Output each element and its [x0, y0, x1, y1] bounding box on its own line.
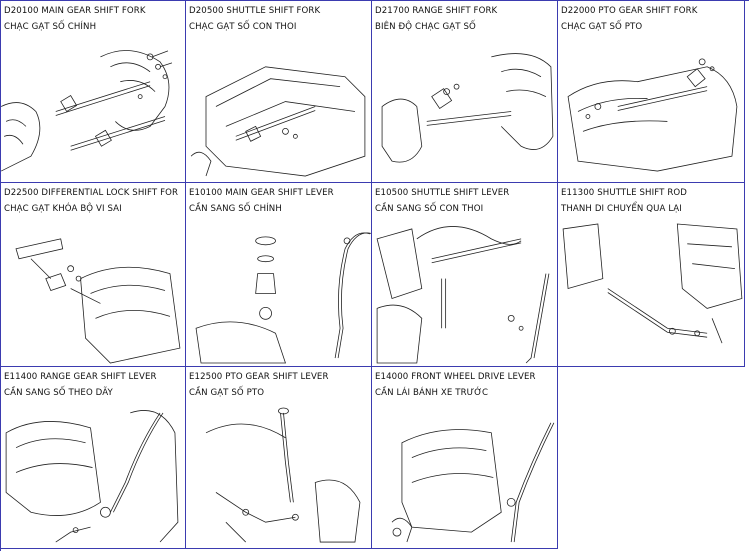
exploded-diagram	[186, 403, 371, 548]
cell-name: CHẠC GẠT SỐ CHÍNH	[4, 22, 97, 32]
cell-caption: D20100 MAIN GEAR SHIFT FORK CHẠC GẠT SỐ …	[4, 3, 183, 35]
cell-code: D22000 PTO GEAR SHIFT FORK	[561, 6, 698, 16]
cell-caption: E10500 SHUTTLE SHIFT LEVER CẦN SANG SỐ C…	[375, 185, 555, 217]
exploded-diagram	[1, 219, 185, 366]
cell-caption: E12500 PTO GEAR SHIFT LEVER CẦN GẠT SỐ P…	[189, 369, 369, 401]
cell-caption: E11400 RANGE GEAR SHIFT LEVER CẦN SANG S…	[4, 369, 183, 401]
catalog-cell-d20100[interactable]: D20100 MAIN GEAR SHIFT FORK CHẠC GẠT SỐ …	[1, 1, 186, 183]
cell-name: CẦN SANG SỐ THEO DÃY	[4, 388, 113, 398]
exploded-diagram	[186, 219, 371, 366]
cell-caption: E10100 MAIN GEAR SHIFT LEVER CẦN SANG SỐ…	[189, 185, 369, 217]
cell-code: D22500 DIFFERENTIAL LOCK SHIFT FOR	[4, 188, 179, 198]
catalog-cell-d21700[interactable]: D21700 RANGE SHIFT FORK BIÊN ĐỘ CHẠC GẠT…	[372, 1, 558, 183]
catalog-cell-e12500[interactable]: E12500 PTO GEAR SHIFT LEVER CẦN GẠT SỐ P…	[186, 367, 372, 549]
catalog-cell-d22000[interactable]: D22000 PTO GEAR SHIFT FORK CHẠC GẠT SỐ P…	[558, 1, 745, 183]
cell-code: E14000 FRONT WHEEL DRIVE LEVER	[375, 372, 536, 382]
cell-name: CẦN LÁI BÁNH XE TRƯỚC	[375, 388, 489, 398]
catalog-cell-e14000[interactable]: E14000 FRONT WHEEL DRIVE LEVER CẦN LÁI B…	[372, 367, 558, 549]
cell-name: CẦN SANG SỐ CHÍNH	[189, 204, 282, 214]
catalog-cell-e11400[interactable]: E11400 RANGE GEAR SHIFT LEVER CẦN SANG S…	[1, 367, 186, 549]
exploded-diagram	[558, 37, 744, 182]
cell-caption: E11300 SHUTTLE SHIFT ROD THANH DI CHUYỂN…	[561, 185, 742, 217]
cell-code: E10500 SHUTTLE SHIFT LEVER	[375, 188, 510, 198]
cell-name: CHẠC GẠT SỐ PTO	[561, 22, 643, 32]
exploded-diagram	[372, 403, 557, 548]
cell-caption: D21700 RANGE SHIFT FORK BIÊN ĐỘ CHẠC GẠT…	[375, 3, 555, 35]
cell-code: E10100 MAIN GEAR SHIFT LEVER	[189, 188, 334, 198]
cell-name: CHẠC GẠT SỐ CON THOI	[189, 22, 297, 32]
cell-code: D20500 SHUTTLE SHIFT FORK	[189, 6, 321, 16]
cell-code: D21700 RANGE SHIFT FORK	[375, 6, 498, 16]
exploded-diagram	[372, 219, 557, 366]
cell-name: CHẠC GẠT KHÓA BỘ VI SAI	[4, 204, 122, 214]
cell-code: E11400 RANGE GEAR SHIFT LEVER	[4, 372, 157, 382]
empty-cell	[558, 367, 745, 549]
cell-caption: D22000 PTO GEAR SHIFT FORK CHẠC GẠT SỐ P…	[561, 3, 742, 35]
cell-caption: E14000 FRONT WHEEL DRIVE LEVER CẦN LÁI B…	[375, 369, 555, 401]
cell-name: THANH DI CHUYỂN QUA LẠI	[561, 204, 682, 214]
catalog-cell-e10500[interactable]: E10500 SHUTTLE SHIFT LEVER CẦN SANG SỐ C…	[372, 183, 558, 367]
cell-caption: D20500 SHUTTLE SHIFT FORK CHẠC GẠT SỐ CO…	[189, 3, 369, 35]
cell-code: E12500 PTO GEAR SHIFT LEVER	[189, 372, 329, 382]
cell-code: D20100 MAIN GEAR SHIFT FORK	[4, 6, 146, 16]
cell-caption: D22500 DIFFERENTIAL LOCK SHIFT FOR CHẠC …	[4, 185, 183, 217]
catalog-cell-e11300[interactable]: E11300 SHUTTLE SHIFT ROD THANH DI CHUYỂN…	[558, 183, 745, 367]
cell-name: BIÊN ĐỘ CHẠC GẠT SỐ	[375, 22, 476, 32]
catalog-cell-d20500[interactable]: D20500 SHUTTLE SHIFT FORK CHẠC GẠT SỐ CO…	[186, 1, 372, 183]
catalog-cell-d22500[interactable]: D22500 DIFFERENTIAL LOCK SHIFT FOR CHẠC …	[1, 183, 186, 367]
cell-name: CẦN GẠT SỐ PTO	[189, 388, 265, 398]
exploded-diagram	[372, 37, 557, 182]
cell-name: CẦN SANG SỐ CON THOI	[375, 204, 484, 214]
exploded-diagram	[558, 219, 744, 366]
exploded-diagram	[186, 37, 371, 182]
cell-code: E11300 SHUTTLE SHIFT ROD	[561, 188, 687, 198]
exploded-diagram	[1, 403, 185, 548]
exploded-diagram	[1, 37, 185, 182]
catalog-cell-e10100[interactable]: E10100 MAIN GEAR SHIFT LEVER CẦN SANG SỐ…	[186, 183, 372, 367]
